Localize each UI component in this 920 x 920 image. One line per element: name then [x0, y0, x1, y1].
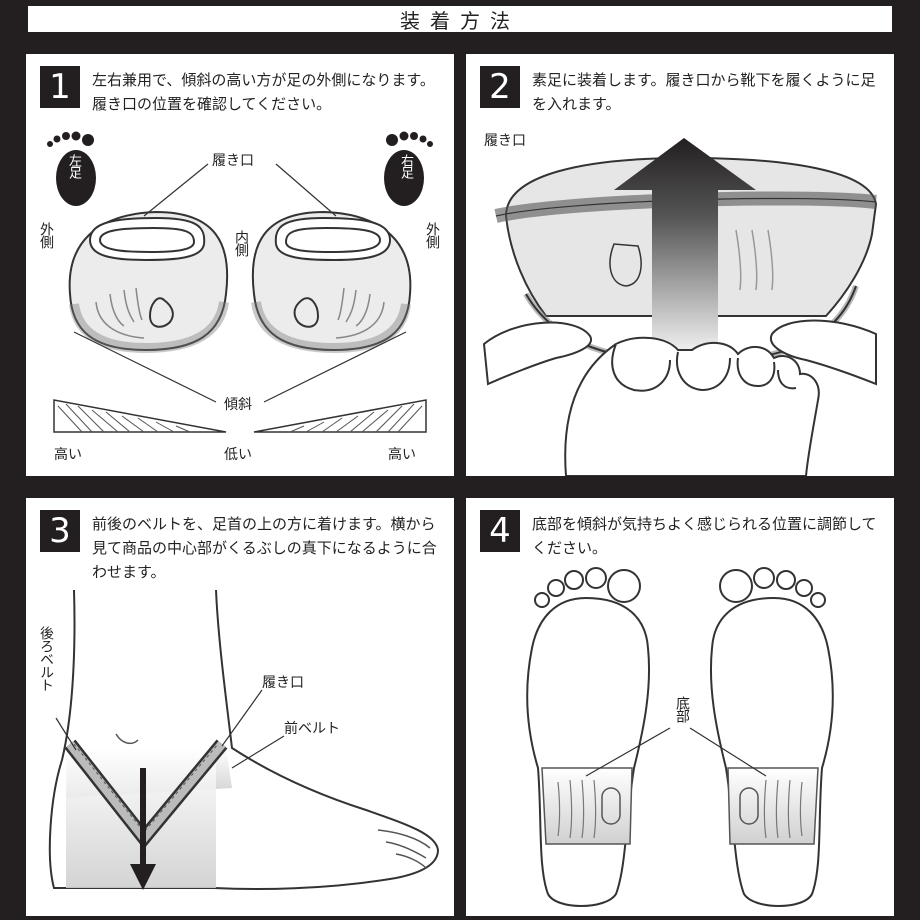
right-insole-drawing: [253, 212, 411, 350]
front-belt-label: 前ベルト: [284, 718, 340, 738]
left-sole-drawing: [527, 568, 649, 906]
title-bar: 装着方法: [26, 4, 894, 34]
opening-label: 履き口: [484, 130, 526, 150]
step-1-panel: 1 左右兼用で、傾斜の高い方が足の外側になります。履き口の位置を確認してください…: [26, 54, 454, 476]
step-2-panel: 2 素足に装着します。履き口から靴下を履くように足を入れます。 履き口: [466, 54, 894, 476]
step-4-text: 底部を傾斜が気持ちよく感じられる位置に調節してください。: [532, 512, 882, 560]
page-title: 装着方法: [400, 5, 520, 34]
step-4-panel: 4 底部を傾斜が気持ちよく感じられる位置に調節してください。 底部: [466, 498, 894, 916]
outer-left-label: 外側: [36, 222, 56, 248]
outer-right-label: 外側: [422, 222, 442, 248]
step-3-panel: 3 前後のベルトを、足首の上の方に着けます。横から見て商品の中心部がくるぶしの真…: [26, 498, 454, 916]
step-2-illustration: [466, 54, 894, 476]
opening-label: 履き口: [262, 672, 304, 692]
bottom-label: 底部: [672, 696, 692, 722]
opening-label: 履き口: [212, 150, 254, 170]
right-foot-label: 右足: [396, 154, 415, 178]
slope-label: 傾斜: [224, 394, 252, 414]
high-right-label: 高い: [388, 444, 416, 464]
step-1-text: 左右兼用で、傾斜の高い方が足の外側になります。履き口の位置を確認してください。: [92, 68, 442, 116]
low-label: 低い: [224, 444, 252, 464]
step-1-number: 1: [40, 66, 80, 108]
step-3-number: 3: [40, 510, 80, 552]
left-insole-drawing: [70, 212, 228, 350]
foot-side-view-drawing: [50, 590, 438, 889]
inner-label: 内側: [231, 230, 251, 256]
step-2-text: 素足に装着します。履き口から靴下を履くように足を入れます。: [532, 68, 882, 116]
right-sole-drawing: [711, 568, 833, 906]
step-2-number: 2: [480, 66, 520, 108]
back-belt-label: 後ろベルト: [36, 626, 56, 691]
step-4-number: 4: [480, 510, 520, 552]
high-left-label: 高い: [54, 444, 82, 464]
step-3-text: 前後のベルトを、足首の上の方に着けます。横から見て商品の中心部がくるぶしの真下に…: [92, 512, 442, 584]
left-foot-label: 左足: [64, 154, 83, 178]
